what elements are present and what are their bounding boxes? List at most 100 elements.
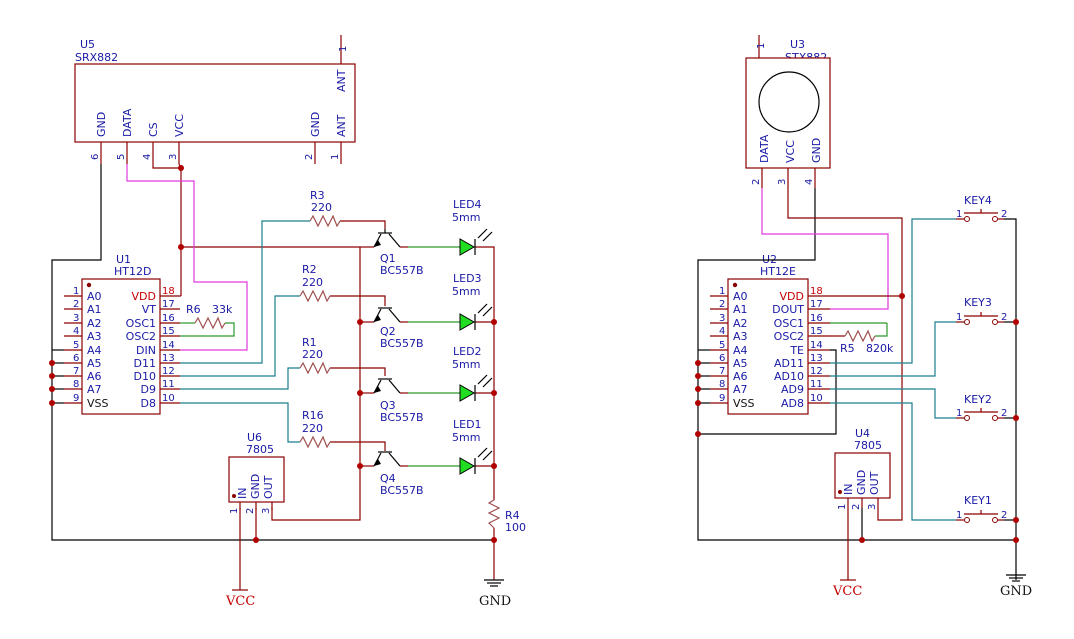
u2-left-pins: 1 2 3 4 5 6 7 8 9 A0 A1 A2 A3 A4 A5 A6 A… <box>710 286 755 410</box>
u1-pin-num: 15 <box>162 326 175 337</box>
key3-pin1: 1 <box>956 312 962 323</box>
u1-pin-num: 13 <box>162 353 175 364</box>
u2-pin-num: 16 <box>810 313 823 324</box>
transistor-q1: Q1 BC557B <box>373 229 424 277</box>
key4-pin2: 2 <box>1001 209 1007 220</box>
q4-part: BC557B <box>380 484 424 497</box>
u1-pin-label: D11 <box>134 357 156 370</box>
key1-ref: KEY1 <box>964 494 992 507</box>
transistor-q3: Q3 BC557B <box>373 378 424 424</box>
pushbutton-key3: KEY3 1 2 <box>956 296 1007 325</box>
vcc-symbol-left: VCC <box>225 589 255 609</box>
u2-pin-label: A0 <box>733 290 748 303</box>
q1-part: BC557B <box>380 264 424 277</box>
u3-pin-num: 4 <box>804 179 815 185</box>
r2-value: 220 <box>302 276 323 289</box>
right-wires <box>695 188 1019 580</box>
u1-pin-label: A5 <box>87 357 102 370</box>
u2-pin-num: 4 <box>719 326 725 337</box>
resistor-r5: R5 820k <box>840 329 894 355</box>
key3-ref: KEY3 <box>964 296 992 309</box>
u1-pin-num: 17 <box>162 299 175 310</box>
u3-pin-num: 2 <box>751 179 762 185</box>
r3-ref: R3 <box>310 189 325 202</box>
u1-pin-num: 8 <box>73 379 79 390</box>
led4-size: 5mm <box>452 211 480 224</box>
u5-data-label: DATA <box>121 108 134 137</box>
u1-pin-label: A6 <box>87 370 102 383</box>
u2-pin-num: 5 <box>719 340 725 351</box>
u1-right-pins: 18 17 16 15 14 13 12 11 10 VDD VT OSC1 O… <box>126 286 180 410</box>
u1-pin-label: VDD <box>132 290 156 303</box>
u6-pin-num: 1 <box>229 508 240 514</box>
u2-pin-num: 2 <box>719 299 725 310</box>
u6-pin-num: 2 <box>245 508 256 514</box>
r16-ref: R16 <box>302 409 324 422</box>
u4-pin-num: 2 <box>851 504 862 510</box>
left-wires <box>49 163 497 590</box>
u1-ref: U1 <box>116 253 131 266</box>
u2-pin-num: 13 <box>810 353 823 364</box>
u2-pin-num: 8 <box>719 379 725 390</box>
u5-gnd-label: GND <box>95 112 108 137</box>
led-led2: LED2 5mm <box>452 345 493 402</box>
u1-pin-num: 9 <box>73 393 79 404</box>
pushbutton-key4: KEY4 1 2 <box>956 194 1007 222</box>
u1-pin-num: 12 <box>162 366 175 377</box>
u1-pin-label: OSC2 <box>126 330 156 343</box>
u1-pin-num: 1 <box>73 286 79 297</box>
r4-value: 100 <box>505 521 526 534</box>
u1-pin-label: A7 <box>87 383 102 396</box>
u5-cs-label: CS <box>147 122 160 137</box>
u5-pin6-num: 6 <box>90 154 101 160</box>
u3-ant-num: 1 <box>756 43 767 49</box>
q3-ref: Q3 <box>380 399 396 412</box>
vcc-symbol-right: VCC <box>832 579 862 599</box>
q3-part: BC557B <box>380 411 424 424</box>
q1-ref: Q1 <box>380 252 396 265</box>
u1-pin-label: VT <box>142 303 157 316</box>
u2-pin-label: A5 <box>733 357 748 370</box>
u5-pin1-num: 1 <box>330 154 341 160</box>
u2-pin-num: 18 <box>810 286 823 297</box>
u3-gnd-label: GND <box>810 138 823 163</box>
q4-ref: Q4 <box>380 472 396 485</box>
key2-pin2: 2 <box>1001 408 1007 419</box>
u1-pin-num: 18 <box>162 286 175 297</box>
gnd-symbol-right: GND <box>1000 574 1032 599</box>
u4-pin-num: 3 <box>867 504 878 510</box>
r5-value: 820k <box>866 342 894 355</box>
led4-ref: LED4 <box>453 198 482 211</box>
pushbutton-key1: KEY1 1 2 <box>956 494 1007 523</box>
u5-ant-top-label: ANT <box>335 69 348 92</box>
u2-pin-num: 11 <box>810 379 823 390</box>
u1-pin-num: 5 <box>73 340 79 351</box>
u6-in-label: IN <box>236 488 249 499</box>
u4-pin-num: 1 <box>837 504 848 510</box>
led1-ref: LED1 <box>453 418 482 431</box>
key2-ref: KEY2 <box>964 393 992 406</box>
u5-gnd2-label: GND <box>309 112 322 137</box>
decoder-ic-u1: U1 HT12D 1 2 3 4 5 6 7 8 9 A0 A1 A2 A3 A… <box>64 253 180 415</box>
u2-pin-label: TE <box>789 344 804 357</box>
resistor-r2: R2 220 <box>299 263 331 303</box>
u2-pin-label: OSC2 <box>774 330 804 343</box>
u2-pin-label: A3 <box>733 330 748 343</box>
u2-pin-label: OSC1 <box>774 317 804 330</box>
u2-pin-num: 12 <box>810 366 823 377</box>
u2-pin-num: 15 <box>810 326 823 337</box>
u2-pin-num: 9 <box>719 393 725 404</box>
u2-pin-label: A6 <box>733 370 748 383</box>
resistor-r6: R6 33k <box>186 303 233 330</box>
u5-pin3-num: 3 <box>168 154 179 160</box>
u2-pin-label: A4 <box>733 344 748 357</box>
r2-ref: R2 <box>302 263 317 276</box>
q2-part: BC557B <box>380 337 424 350</box>
u1-pin-num: 4 <box>73 326 79 337</box>
u1-pin-num: 7 <box>73 366 79 377</box>
u2-pin-label: AD9 <box>781 383 804 396</box>
vcc-label-right: VCC <box>832 584 862 599</box>
gnd-label-left: GND <box>479 594 511 609</box>
led3-ref: LED3 <box>453 272 482 285</box>
u2-pin-num: 6 <box>719 353 725 364</box>
